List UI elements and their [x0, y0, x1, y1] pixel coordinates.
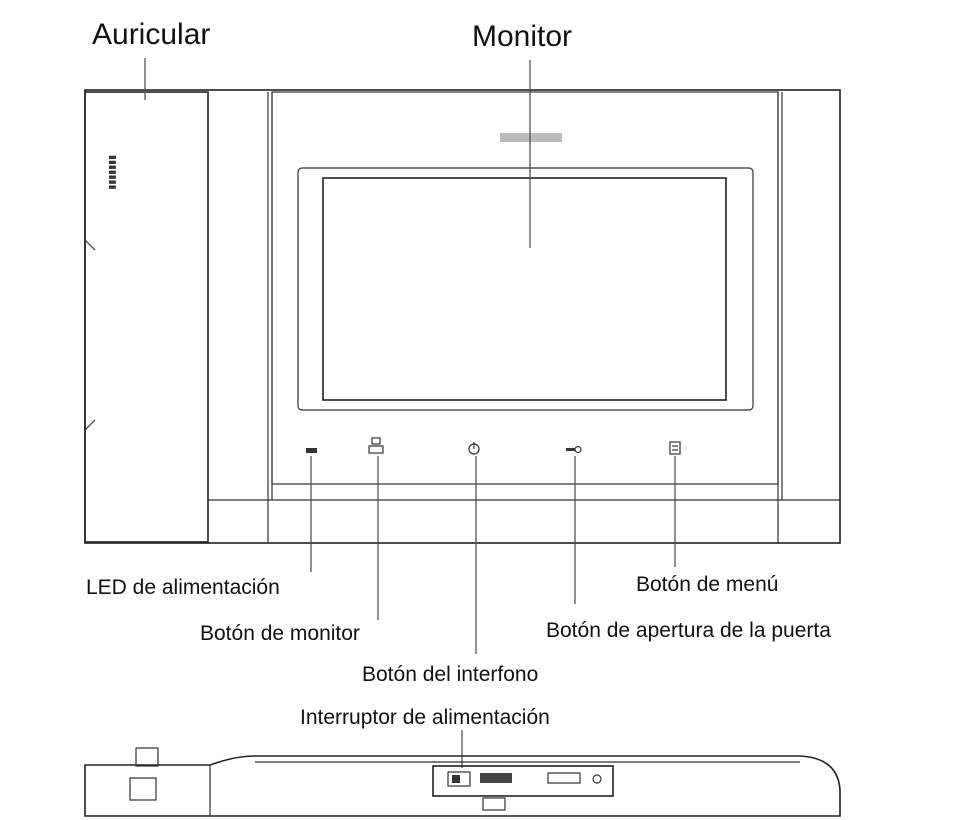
power-switch[interactable] [447, 771, 471, 787]
connector-panel [432, 765, 614, 797]
label-menu-button: Botón de menú [636, 573, 778, 596]
label-monitor: Monitor [472, 20, 572, 53]
label-power-led: LED de alimentación [86, 576, 280, 599]
handset-brand-mark: ▮▮▮▮▮▮▮ [107, 155, 117, 190]
label-door-open-button: Botón de apertura de la puerta [546, 619, 831, 642]
label-monitor-button: Botón de monitor [200, 622, 360, 645]
monitor-screen [322, 177, 727, 401]
menu-icon[interactable] [669, 441, 681, 455]
label-intercom-button: Botón del interfono [362, 663, 538, 686]
device-bottom-view [84, 747, 841, 817]
brand-logo [500, 133, 562, 142]
monitor-icon[interactable] [368, 437, 384, 454]
label-power-switch: Interruptor de alimentación [300, 706, 550, 729]
device-front-view: ▮▮▮▮▮▮▮ [84, 89, 841, 544]
handset [84, 91, 209, 543]
intercom-icon[interactable] [468, 442, 480, 455]
leader-lines [144, 58, 676, 768]
led-icon [306, 448, 317, 453]
monitor-screen-bezel [297, 167, 754, 411]
label-handset: Auricular [92, 18, 210, 51]
key-icon[interactable] [566, 445, 582, 454]
